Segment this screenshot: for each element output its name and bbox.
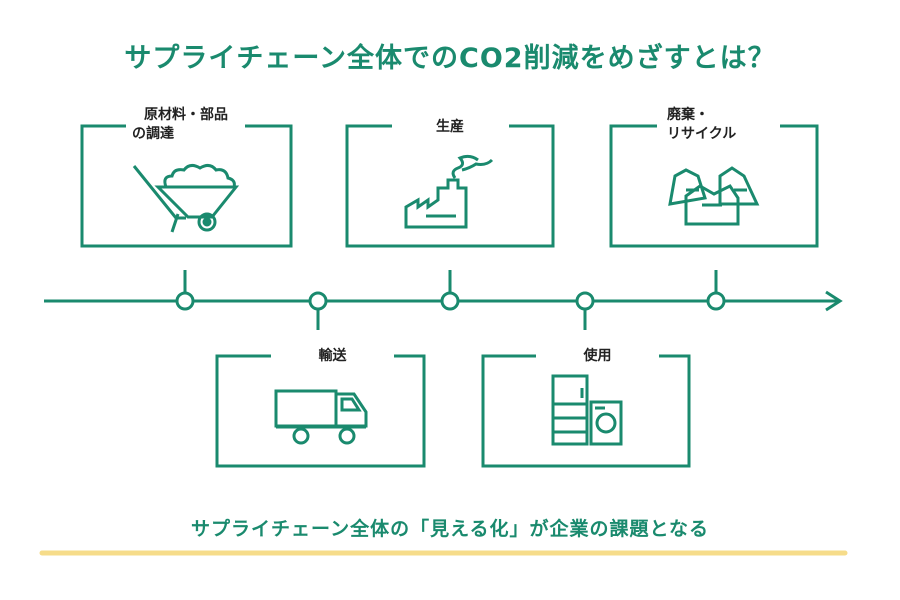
page-title: サプライチェーン全体でのCO2削減をめざすとは？ [124,43,776,74]
wheelbarrow-icon [132,163,240,233]
stage-label-production: 生産 [436,119,464,135]
stage-label-materials: 原材料・部品 の調達 [132,107,228,142]
frame-production [345,124,555,248]
timeline-arrow-icon [825,290,843,312]
truck-icon [274,389,368,445]
node-usage [575,291,595,311]
stage-label-transport: 輸送 [318,348,347,364]
appliances-icon [551,374,623,446]
stage-label-usage: 使用 [583,348,612,364]
frame-disposal [609,124,819,248]
frame-transport [215,354,426,468]
factory-icon [404,154,494,229]
garbage-bags-icon [668,166,760,226]
frame-materials [80,124,293,248]
frame-usage [481,354,691,468]
node-materials [175,291,195,311]
stage-label-disposal: 廃棄・ リサイクル [667,107,737,142]
node-disposal [706,291,726,311]
node-production [440,291,460,311]
node-transport [308,291,328,311]
footer-text: サプライチェーン全体の「見える化」が企業の課題となる [191,518,709,540]
